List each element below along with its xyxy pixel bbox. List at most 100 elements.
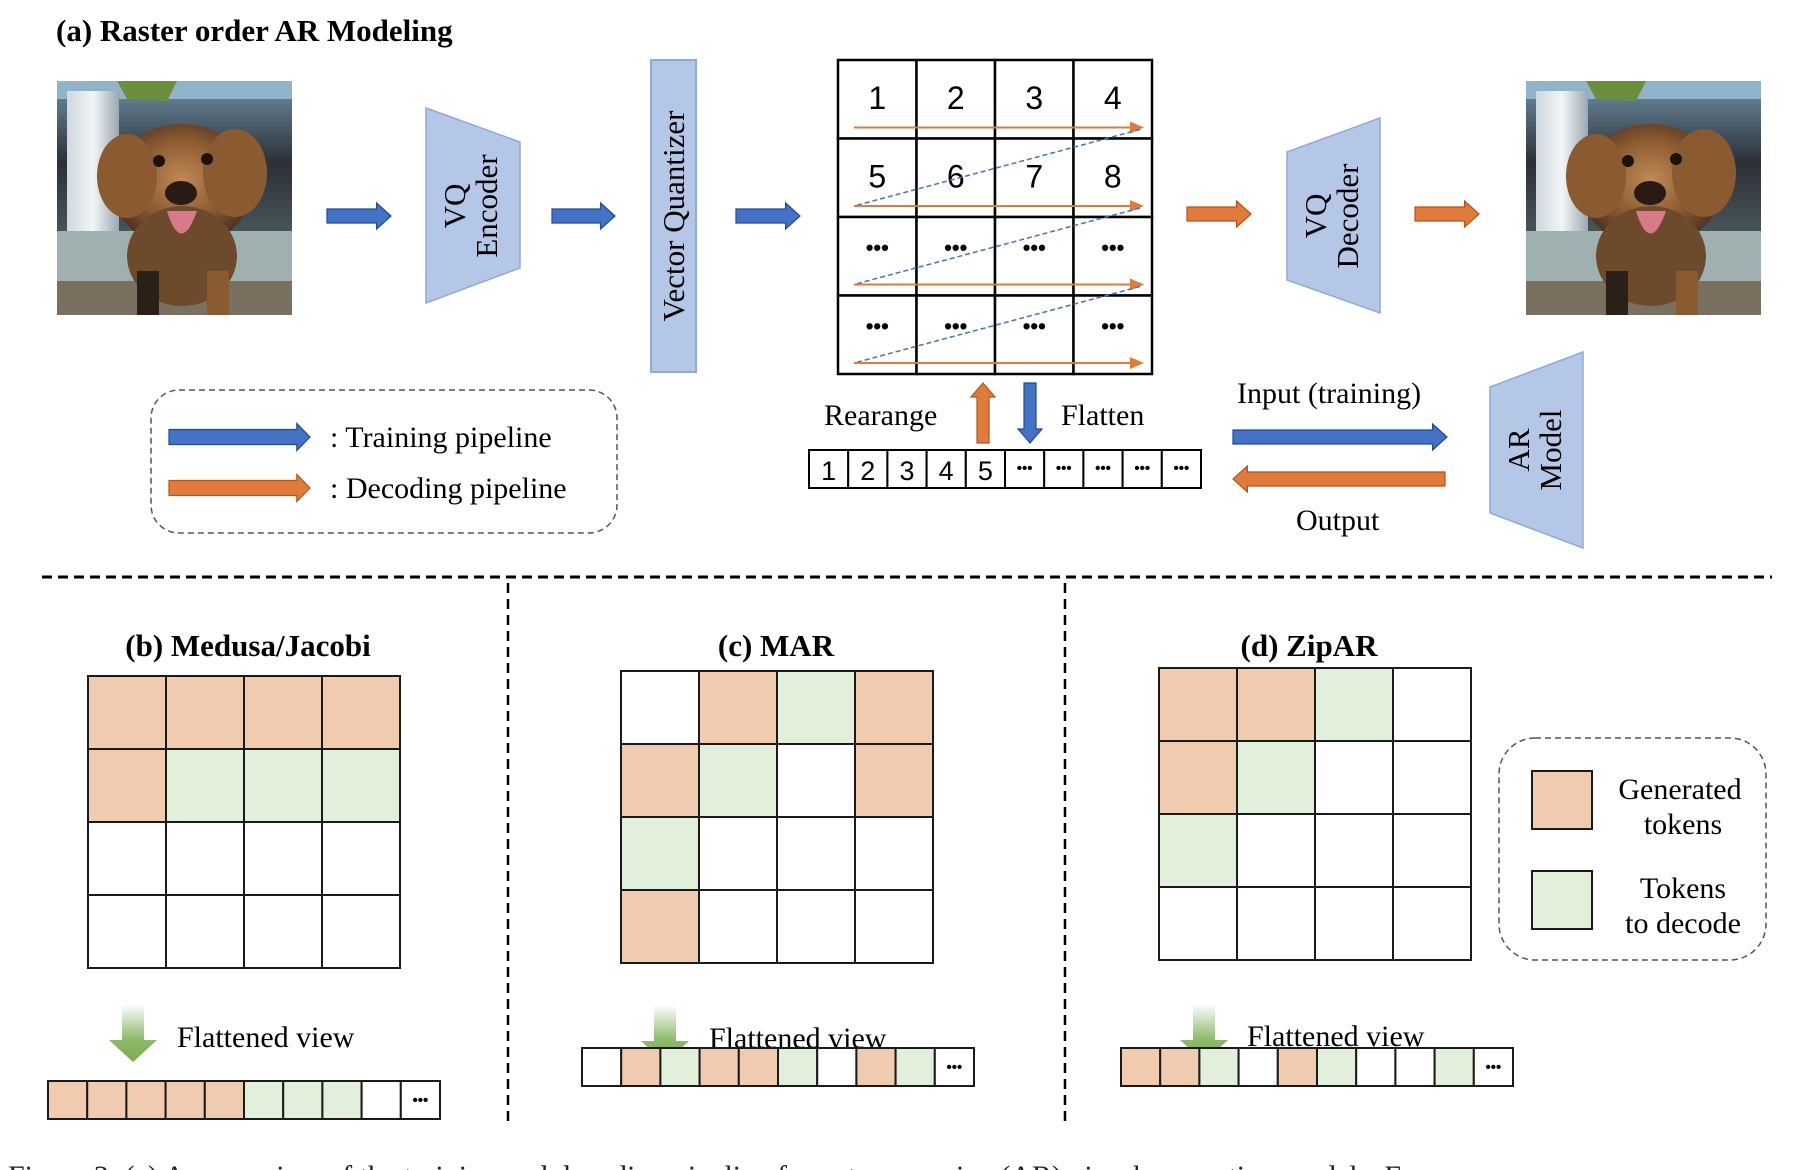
token-cell-to-decode: [1236, 740, 1316, 815]
flattened-cell: [86, 1080, 128, 1120]
grid-cell: [915, 58, 997, 140]
token-cell-generated: [165, 675, 245, 750]
flattened-cell: [1355, 1047, 1397, 1087]
token-cell-generated: [620, 743, 700, 818]
vq-encoder-label-2: Encoder: [469, 154, 504, 258]
vq-decoder-label-1: VQ: [1298, 194, 1333, 239]
grid-cell-label: •••: [866, 235, 889, 260]
grid-cell-label: •••: [944, 235, 967, 260]
flattened-cell: [321, 1080, 363, 1120]
flattened-cell: [1433, 1047, 1475, 1087]
sequence-cell-label: •••: [1095, 460, 1111, 477]
grid-cell: [993, 58, 1075, 140]
rearange-label: Rearange: [824, 399, 937, 432]
grid-cell-label: 1: [868, 80, 886, 116]
flattened-cell: [1316, 1047, 1358, 1087]
token-cell-to-decode: [1314, 667, 1394, 742]
arrow-rearange-up: [969, 382, 997, 444]
flattened-cell: [1237, 1047, 1279, 1087]
token-cell-empty: [1392, 667, 1472, 742]
token-cell-empty: [776, 743, 856, 818]
sequence-cell: [847, 449, 889, 489]
vq-decoder-label-2: Decoder: [1330, 163, 1365, 269]
token-cell-empty: [321, 894, 401, 969]
grid-cell-label: 5: [868, 159, 886, 195]
grid-cell-label: 2: [947, 80, 965, 116]
ar-model: AR Model: [1489, 350, 1584, 550]
token-cell-generated: [854, 670, 934, 745]
flattened-cell: [1120, 1047, 1162, 1087]
grid-cell-label: •••: [1101, 235, 1124, 260]
token-cell-empty: [87, 821, 167, 896]
flattened-cell: [1198, 1047, 1240, 1087]
grid-cell-label: •••: [1023, 314, 1046, 339]
to-decode-swatch: [1531, 870, 1593, 930]
token-cell-to-decode: [321, 748, 401, 823]
grid-cell: [915, 137, 997, 219]
flattened-cell: [164, 1080, 206, 1120]
token-cell-generated: [87, 748, 167, 823]
token-cell-empty: [87, 894, 167, 969]
grid-cell-label: 4: [1104, 80, 1122, 116]
token-cell-to-decode: [698, 743, 778, 818]
token-cell-empty: [698, 816, 778, 891]
flattened-view-label: Flattened view: [177, 1021, 355, 1054]
arrow-decoder-to-image: [1414, 199, 1480, 229]
raster-return-line: [853, 285, 1141, 364]
token-cell-empty: [321, 821, 401, 896]
sequence-cell-label: 2: [860, 456, 875, 486]
flattened-cell: [1472, 1047, 1515, 1087]
token-cell-empty: [698, 889, 778, 964]
flattened-cell: [894, 1047, 936, 1087]
grid-cell-label: 7: [1025, 159, 1043, 195]
token-cell-empty: [1392, 886, 1472, 961]
token-cell-empty: [1236, 886, 1316, 961]
sequence-cell-label: •••: [1174, 460, 1190, 477]
panel-title: (c) MAR: [718, 628, 835, 663]
panel-title: (d) ZipAR: [1241, 628, 1379, 663]
output-image: [1526, 81, 1761, 315]
vq-decoder: VQ Decoder: [1286, 116, 1381, 315]
token-cell-generated: [1158, 740, 1238, 815]
token-cell-empty: [1314, 886, 1394, 961]
grid-cell: [915, 215, 997, 297]
grid-cell: [993, 294, 1075, 376]
token-cell-to-decode: [243, 748, 323, 823]
token-cell-generated: [698, 670, 778, 745]
flattened-cell: [125, 1080, 167, 1120]
flattened-cell: [855, 1047, 897, 1087]
flatten-arrow-icon: [109, 1004, 157, 1062]
token-cell-empty: [1314, 740, 1394, 815]
flattened-cell: [620, 1047, 662, 1087]
token-cell-empty: [1314, 813, 1394, 888]
figure-caption: Figure 2: (a) An overview of the trainin…: [8, 1160, 1426, 1170]
flattened-cell: [933, 1047, 975, 1087]
arrow-grid-to-decoder: [1186, 199, 1252, 229]
raster-scan-arrowhead: [1130, 278, 1144, 291]
ar-model-label-2: Model: [1533, 410, 1568, 491]
legend-generated-line2: tokens: [1644, 808, 1722, 841]
arrow-quantizer-to-grid: [735, 201, 801, 231]
ar-model-label-1: AR: [1501, 428, 1536, 471]
vector-quantizer: Vector Quantizer: [650, 59, 697, 373]
token-cell-empty: [854, 816, 934, 891]
token-cell-generated: [87, 675, 167, 750]
token-cell-empty: [1236, 813, 1316, 888]
flattened-cell: [816, 1047, 858, 1087]
flattened-ellipsis: •••: [947, 1059, 963, 1076]
flattened-cell: [659, 1047, 701, 1087]
token-cell-to-decode: [620, 816, 700, 891]
token-cell-to-decode: [165, 748, 245, 823]
token-cell-to-decode: [776, 670, 856, 745]
token-cell-empty: [243, 894, 323, 969]
input-training-label: Input (training): [1237, 377, 1421, 410]
sequence-cell-label: 4: [939, 456, 954, 486]
token-cell-empty: [620, 670, 700, 745]
token-cell-to-decode: [1158, 813, 1238, 888]
output-label: Output: [1296, 504, 1380, 537]
raster-scan-arrowhead: [1130, 357, 1144, 369]
